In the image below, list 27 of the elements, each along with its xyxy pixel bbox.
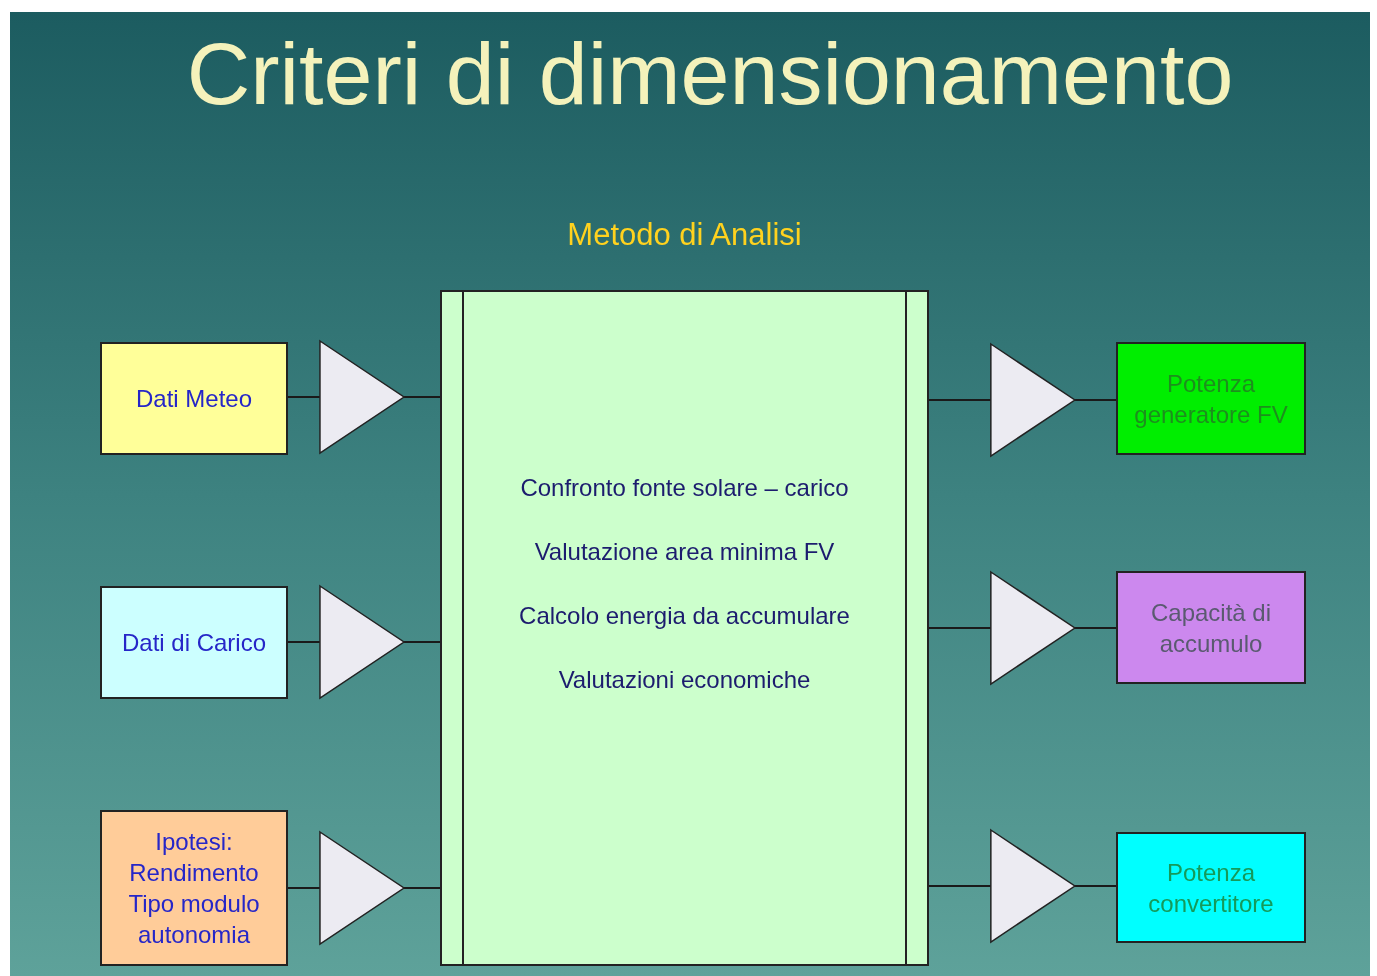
arrow [928, 342, 1117, 458]
box-label: Rendimento [129, 858, 259, 888]
box-label: Dati di Carico [121, 628, 266, 658]
box-label: Tipo modulo [128, 889, 260, 919]
arrow [928, 570, 1117, 686]
method-step: Confronto fonte solare – carico [520, 471, 849, 505]
arrow [287, 339, 441, 455]
box-label: Capacità di accumulo [1149, 597, 1273, 659]
arrow [287, 584, 441, 700]
input-box [100, 586, 288, 699]
arrow [287, 830, 441, 946]
box-label: Potenza generatore FV [1133, 368, 1289, 430]
input-box [100, 342, 288, 455]
box-label: Dati Meteo [135, 384, 253, 414]
output-box [1116, 832, 1306, 943]
box-label: Ipotesi: [155, 827, 233, 857]
method-step: Calcolo energia da accumulare [519, 599, 850, 633]
box-label: autonomia [137, 920, 251, 950]
input-box [100, 810, 288, 966]
slide-title: Criteri di dimensionamento [185, 24, 1235, 124]
box-label: Potenza convertitore [1147, 857, 1275, 919]
arrow [928, 828, 1117, 944]
method-step: Valutazioni economiche [558, 663, 811, 697]
output-box [1116, 571, 1306, 684]
output-box [1116, 342, 1306, 455]
method-step: Valutazione area minima FV [534, 535, 835, 569]
method-heading: Metodo di Analisi [567, 216, 802, 254]
